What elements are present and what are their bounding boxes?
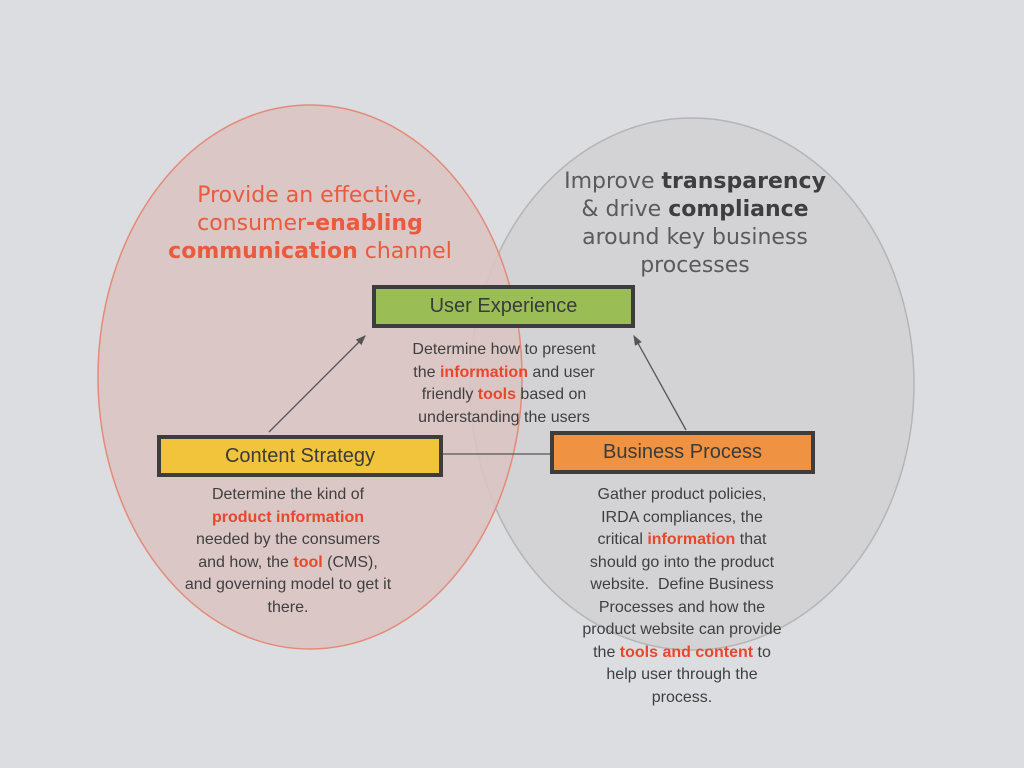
content-strategy-box: Content Strategy bbox=[157, 435, 443, 477]
highlight: information bbox=[647, 531, 736, 548]
business-process-box: Business Process bbox=[550, 431, 815, 474]
text: the bbox=[413, 363, 440, 381]
highlight: tools bbox=[477, 386, 516, 403]
highlight: information bbox=[439, 363, 528, 381]
text: website. Define Business bbox=[590, 576, 774, 593]
left-circle bbox=[97, 104, 523, 650]
text: needed by the consumers bbox=[195, 531, 381, 548]
text: friendly bbox=[421, 386, 478, 403]
text: channel bbox=[357, 239, 452, 264]
text: process. bbox=[651, 688, 713, 706]
text: IRDA compliances, the bbox=[601, 508, 763, 526]
left-goal-line: consumer-enabling bbox=[130, 210, 490, 238]
content-strategy-description: Determine the kind of product informatio… bbox=[140, 484, 436, 619]
text: and how, the bbox=[198, 553, 294, 571]
text: help user through the bbox=[606, 666, 758, 683]
text: & drive bbox=[581, 197, 669, 222]
text: critical bbox=[597, 531, 648, 548]
text: based on bbox=[515, 386, 587, 403]
text: Processes and how the bbox=[598, 598, 766, 616]
left-goal-line: communication channel bbox=[130, 238, 490, 266]
arrow-cs-to-ux bbox=[268, 335, 366, 433]
arrow-bp-to-ux bbox=[633, 334, 687, 431]
user-experience-box: User Experience bbox=[372, 285, 635, 328]
user-experience-description: Determine how to present the information… bbox=[354, 339, 654, 429]
text: compliance bbox=[668, 197, 809, 222]
text: understanding the users bbox=[418, 408, 590, 426]
text: communication bbox=[168, 239, 358, 264]
right-goal-text: Improve transparency & drive compliance … bbox=[540, 168, 850, 280]
left-goal-text: Provide an effective, consumer-enabling … bbox=[130, 182, 490, 266]
text: and user bbox=[527, 363, 595, 381]
text: transparency bbox=[661, 169, 826, 194]
text: the bbox=[593, 643, 620, 661]
right-goal-line: around key business bbox=[582, 225, 808, 250]
right-goal-line: processes bbox=[640, 253, 750, 278]
highlight: tool bbox=[293, 553, 323, 571]
text: to bbox=[753, 643, 771, 661]
text: should go into the product bbox=[589, 553, 775, 571]
highlight: tools and content bbox=[619, 643, 754, 661]
highlight: product information bbox=[212, 508, 364, 526]
text: Gather product policies, bbox=[597, 486, 767, 503]
text: Determine the kind of bbox=[211, 486, 365, 503]
left-goal-line: Provide an effective, bbox=[197, 183, 423, 208]
right-goal-line: Improve transparency bbox=[540, 168, 850, 196]
right-goal-line: & drive compliance bbox=[540, 196, 850, 224]
text: -enabling bbox=[306, 211, 423, 236]
text: there. bbox=[267, 598, 309, 616]
text: that bbox=[735, 531, 767, 548]
text: Determine how to present bbox=[412, 341, 596, 358]
text: consumer bbox=[197, 211, 307, 236]
text: and governing model to get it bbox=[184, 576, 392, 593]
text: product website can provide bbox=[582, 621, 782, 638]
text: Improve bbox=[564, 169, 662, 194]
text: (CMS), bbox=[322, 553, 378, 571]
business-process-description: Gather product policies, IRDA compliance… bbox=[532, 484, 832, 709]
